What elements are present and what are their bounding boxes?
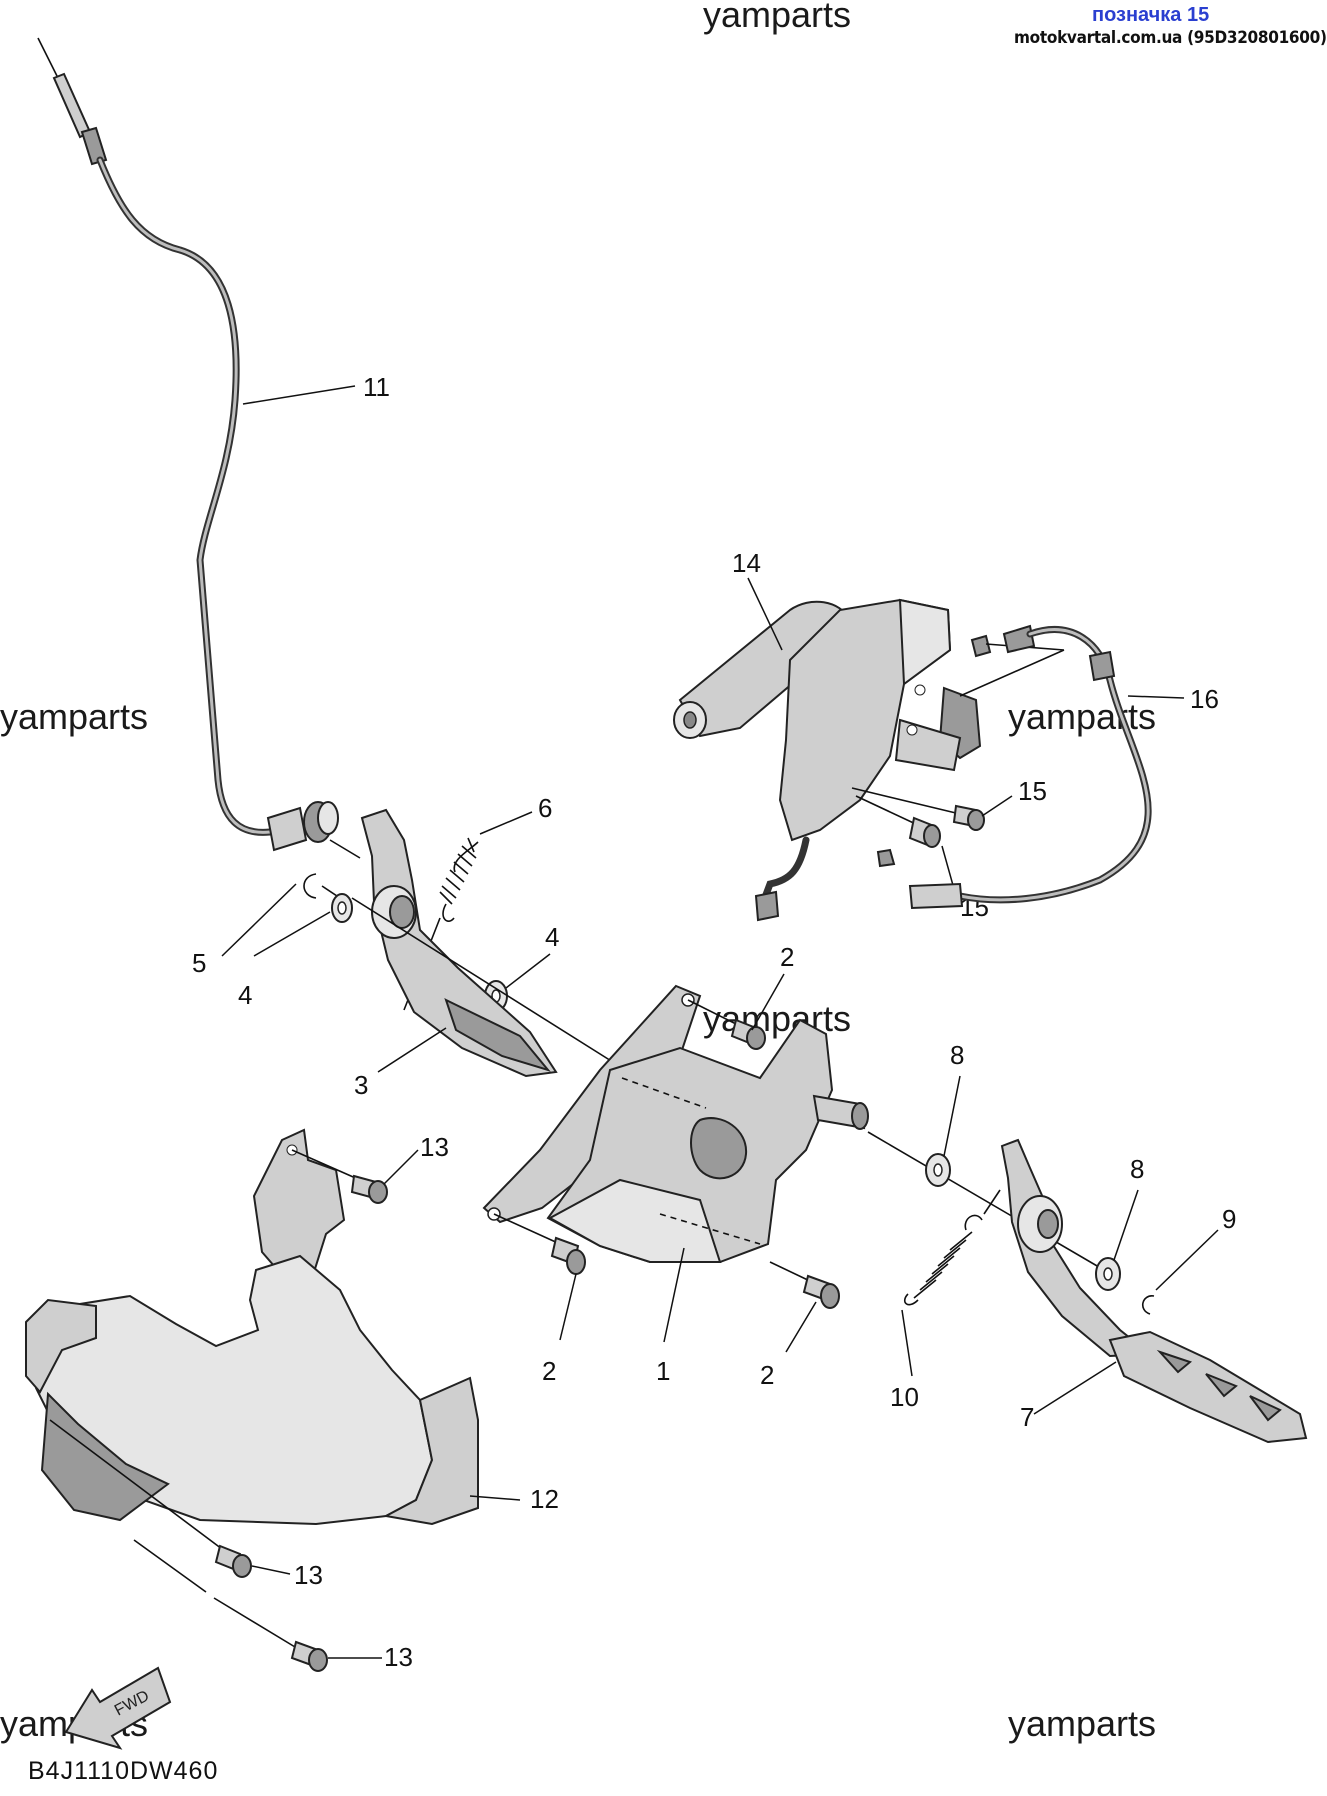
callout-13b: 13 xyxy=(294,1560,323,1590)
part-8-washer-left[interactable] xyxy=(925,1153,951,1187)
callout-10: 10 xyxy=(890,1382,919,1412)
watermark-bottom-right: yamparts xyxy=(1008,1703,1157,1744)
callout-12: 12 xyxy=(530,1484,559,1514)
part-2-bolt-bottom-left[interactable] xyxy=(493,1213,586,1275)
callout-9: 9 xyxy=(1222,1204,1236,1234)
part-14-master-cylinder[interactable] xyxy=(673,598,982,922)
callout-13c: 13 xyxy=(384,1642,413,1672)
watermark-center: yamparts xyxy=(703,998,852,1039)
part-11-cable[interactable] xyxy=(37,37,361,859)
callout-15a: 15 xyxy=(1018,776,1047,806)
callout-2a: 2 xyxy=(780,942,794,972)
callout-2b: 2 xyxy=(542,1356,556,1386)
callout-7: 7 xyxy=(1020,1402,1034,1432)
callout-8b: 8 xyxy=(1130,1154,1144,1184)
callout-6: 6 xyxy=(538,793,552,823)
callout-13a: 13 xyxy=(420,1132,449,1162)
callout-14: 14 xyxy=(732,548,761,578)
part-12-side-cover[interactable] xyxy=(25,1128,479,1526)
watermark-left: yamparts xyxy=(0,696,149,737)
part-7-brake-pedal[interactable] xyxy=(1000,1138,1308,1444)
callout-1: 1 xyxy=(656,1356,670,1386)
part-2-bolt-bottom-right[interactable] xyxy=(769,1261,840,1309)
part-2-bolt-top[interactable] xyxy=(687,999,766,1050)
header-label: позначка 15 xyxy=(1092,4,1210,26)
callout-5: 5 xyxy=(192,948,206,978)
callout-4b: 4 xyxy=(545,922,559,952)
watermark-right: yamparts xyxy=(1008,696,1157,737)
part-15-banjo-bolt-upper[interactable] xyxy=(851,634,1065,831)
part-10-spring[interactable] xyxy=(903,1189,1001,1306)
callout-8a: 8 xyxy=(950,1040,964,1070)
part-16-brake-hose[interactable] xyxy=(908,624,1152,910)
callout-3: 3 xyxy=(354,1070,368,1100)
callout-4a: 4 xyxy=(238,980,252,1010)
part-1-bracket[interactable] xyxy=(482,984,869,1263)
watermark-top: yamparts xyxy=(703,0,852,35)
part-4-washer-left[interactable] xyxy=(331,893,353,923)
part-13-bolt-middle[interactable] xyxy=(49,1419,252,1578)
part-13-bolt-bottom[interactable] xyxy=(133,1539,328,1672)
part-15-banjo-bolt-lower[interactable] xyxy=(855,795,941,868)
header-site: motokvartal.com.ua (95D320801600) xyxy=(1014,28,1327,48)
callout-11: 11 xyxy=(363,372,390,402)
part-9-circlip[interactable] xyxy=(1142,1295,1155,1315)
callout-16: 16 xyxy=(1190,684,1219,714)
fwd-arrow-icon: FWD xyxy=(64,1666,172,1750)
part-8-washer-right[interactable] xyxy=(1095,1257,1121,1291)
part-13-bolt-top[interactable] xyxy=(291,1149,388,1204)
part-3-lever-arm[interactable] xyxy=(360,808,558,1078)
callout-2c: 2 xyxy=(760,1360,774,1390)
diagram-code: B4J1110DW460 xyxy=(28,1757,219,1785)
